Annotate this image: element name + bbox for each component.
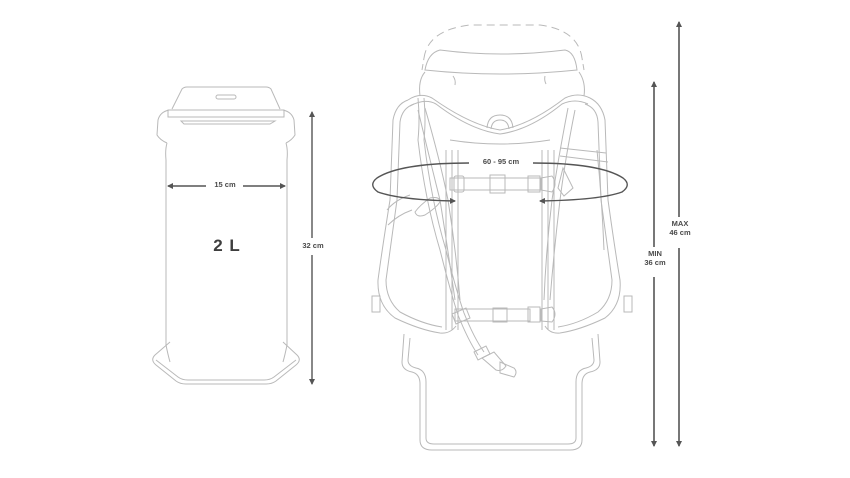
reservoir-outline [152, 86, 300, 385]
torso-min-label: MIN 36 cm [640, 249, 670, 268]
reservoir-capacity-label: 2 L [213, 236, 241, 255]
reservoir-width-label: 15 cm [209, 180, 241, 190]
torso-max-title: MAX [671, 219, 689, 228]
reservoir-height-label: 32 cm [297, 241, 329, 251]
torso-min-value: 36 cm [644, 257, 666, 267]
waist-range-label: 60 - 95 cm [472, 157, 530, 167]
torso-max-label: MAX 46 cm [664, 219, 696, 238]
backpack-outline [371, 24, 633, 451]
waist-dimension [372, 162, 628, 204]
torso-max-value: 46 cm [669, 227, 691, 237]
torso-min-title: MIN [648, 249, 662, 258]
